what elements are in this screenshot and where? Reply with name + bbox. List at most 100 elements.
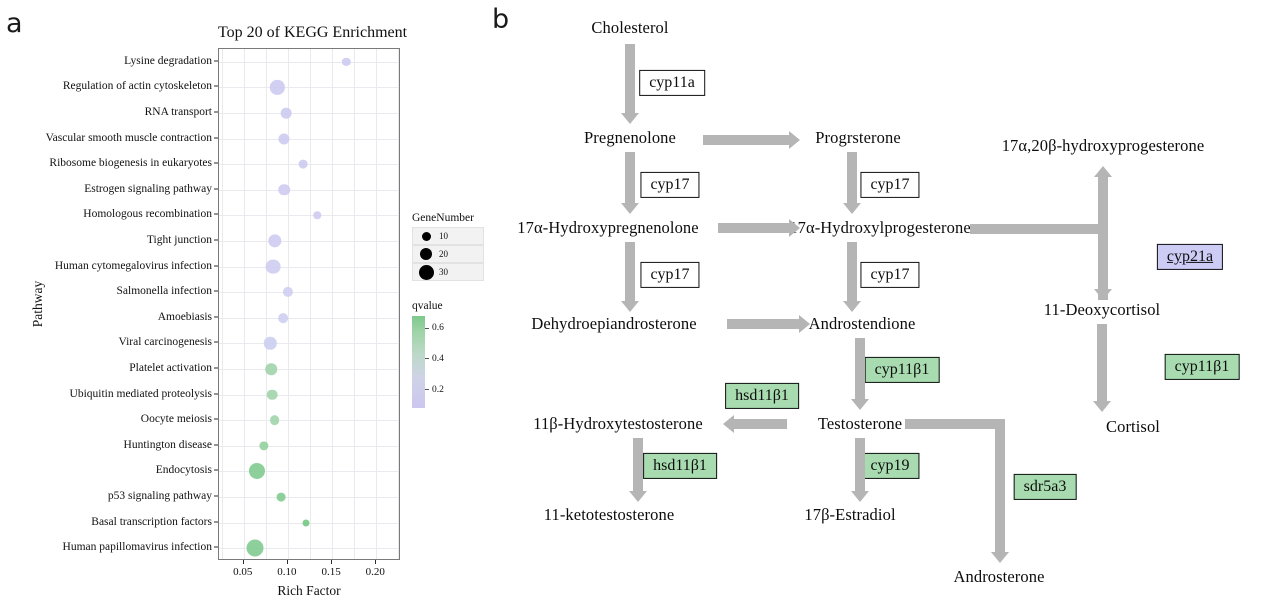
metabolite-node-pregnenolone: Pregnenolone: [584, 128, 676, 147]
gridline-horizontal: [219, 497, 399, 498]
gridline-vertical: [221, 49, 223, 559]
enzyme-box-hsd11b1_bottom[interactable]: hsd11β1: [643, 452, 717, 480]
dot-point[interactable]: [246, 539, 264, 557]
arrow-hydroxypregnenolone-to-dhea: [625, 242, 635, 302]
dot-point[interactable]: [278, 184, 291, 196]
x-axis-tick-mark: [242, 560, 244, 564]
gridline-vertical: [243, 49, 245, 559]
metabolite-node-androsterone: Androsterone: [953, 567, 1045, 586]
y-axis-tick-mark: [214, 546, 218, 548]
colorbar-tick-label: 0.4: [432, 353, 444, 364]
dot-point[interactable]: [265, 363, 277, 375]
y-axis-tick-mark: [214, 111, 218, 113]
arrow-elbow-vertical: [995, 419, 1005, 553]
arrow-pregnenolone-to-progesterone-head: [789, 131, 800, 149]
dot-point[interactable]: [267, 234, 282, 248]
arrow-pregnenolone-to-progesterone: [703, 135, 790, 145]
arrow-testosterone-to-hydroxytestosterone: [733, 419, 787, 429]
arrow-testosterone-to-estradiol-head: [851, 491, 869, 502]
enzyme-box-cyp11b1_right[interactable]: cyp11β1: [1164, 353, 1240, 381]
arrow-head-to-androsterone: [991, 552, 1009, 563]
dot-point[interactable]: [270, 80, 285, 95]
dot-point[interactable]: [265, 259, 281, 274]
dot-point[interactable]: [298, 159, 308, 169]
legend-size-dot-icon: [415, 264, 437, 280]
legend-size-label: 30: [439, 267, 448, 277]
enzyme-box-cyp17_c[interactable]: cyp17: [640, 261, 700, 289]
arrow-pregnenolone-to-hydroxypregnenolone-head: [621, 203, 639, 214]
gridline-vertical: [287, 49, 289, 559]
metabolite-node-androstendione: Androstendione: [808, 314, 916, 333]
enzyme-box-cyp17_a[interactable]: cyp17: [640, 171, 700, 199]
y-axis-tick-mark: [214, 469, 218, 471]
y-axis-tick-label: Huntington disease: [123, 438, 212, 451]
arrow-hydroxypregnenolone-to-hydroxylprogesterone: [718, 223, 790, 233]
metabolite-node-ketotestosterone: 11-ketotestosterone: [543, 505, 675, 524]
panel-b-label: b: [492, 4, 510, 35]
dot-point[interactable]: [280, 107, 292, 119]
arrow-androstendione-to-testosterone: [855, 338, 865, 400]
y-axis-tick-label: Viral carcinogenesis: [118, 336, 212, 349]
dot-point[interactable]: [278, 312, 289, 323]
arrow-hydroxypregnenolone-to-dhea-head: [621, 301, 639, 312]
y-axis-tick-label: Salmonella infection: [116, 285, 213, 298]
y-axis-tick-label: Oocyte meiosis: [140, 413, 212, 426]
y-axis-tick-mark: [214, 85, 218, 87]
metabolite-node-hydroxypregnenolone: 17α-Hydroxypregnenolone: [517, 218, 699, 237]
legend-size-dot-icon: [415, 248, 437, 260]
gridline-horizontal: [219, 189, 399, 191]
colorbar-tick-mark: [425, 358, 429, 360]
enzyme-box-cyp11b1_mid[interactable]: cyp11β1: [864, 356, 940, 384]
dot-point[interactable]: [276, 492, 286, 502]
arrow-progesterone-to-hydroxylprogesterone-head: [843, 203, 861, 214]
dot-point[interactable]: [259, 441, 269, 451]
arrow-head-to-17a20b: [1094, 166, 1112, 177]
metabolite-node-deoxycortisol: 11-Deoxycortisol: [1043, 300, 1161, 319]
enzyme-box-cyp11a[interactable]: cyp11a: [639, 69, 705, 97]
gridline-vertical: [354, 49, 356, 559]
y-axis-tick-mark: [214, 367, 218, 369]
gridline-horizontal: [219, 215, 399, 217]
legend-size-label: 20: [439, 249, 448, 259]
y-axis-tick-mark: [214, 265, 218, 267]
y-axis-tick-label: Platelet activation: [129, 362, 212, 374]
dot-point[interactable]: [282, 287, 293, 298]
metabolite-node-cortisol: Cortisol: [1106, 417, 1160, 436]
arrow-hydroxylprogesterone-to-androstendione-head: [843, 301, 861, 312]
dot-point[interactable]: [302, 519, 310, 527]
y-axis-tick-mark: [214, 521, 218, 523]
colorbar-tick: 0.4: [425, 354, 444, 364]
y-axis-tick-mark: [214, 188, 218, 190]
gridline-horizontal: [219, 87, 399, 89]
enzyme-box-sdr5a3[interactable]: sdr5a3: [1013, 473, 1077, 501]
enzyme-box-cyp17_b[interactable]: cyp17: [860, 171, 920, 199]
y-axis-tick-label: Tight junction: [146, 234, 212, 246]
y-axis-tick-mark: [214, 418, 218, 420]
y-axis-tick-label: Human cytomegalovirus infection: [54, 259, 212, 272]
enzyme-box-cyp19[interactable]: cyp19: [860, 452, 920, 480]
dot-point[interactable]: [269, 415, 280, 426]
qvalue-colorbar: [412, 316, 425, 408]
metabolite-node-hydroxytestosterone: 11β-Hydroxytestosterone: [533, 414, 703, 433]
dot-point[interactable]: [266, 389, 278, 400]
gridline-horizontal: [219, 241, 399, 242]
dot-point[interactable]: [264, 337, 277, 350]
gridline-horizontal: [219, 317, 399, 319]
dot-point[interactable]: [278, 133, 290, 145]
enzyme-box-cyp17_d[interactable]: cyp17: [860, 261, 920, 289]
legend-qvalue-title: qvalue: [412, 300, 443, 312]
y-axis-tick-mark: [214, 393, 218, 395]
enzyme-box-cyp21a[interactable]: cyp21a: [1156, 243, 1224, 271]
gridline-horizontal: [219, 164, 399, 166]
gridline-vertical: [310, 49, 311, 559]
x-axis-tick-mark: [286, 560, 288, 564]
dot-point[interactable]: [313, 211, 321, 220]
gridline-horizontal: [219, 138, 399, 140]
arrow-branch-horizontal: [970, 224, 1103, 234]
gridline-horizontal: [219, 420, 399, 422]
enzyme-box-hsd11b1_top[interactable]: hsd11β1: [725, 382, 799, 410]
dot-point[interactable]: [342, 57, 351, 66]
dot-point[interactable]: [248, 463, 266, 480]
